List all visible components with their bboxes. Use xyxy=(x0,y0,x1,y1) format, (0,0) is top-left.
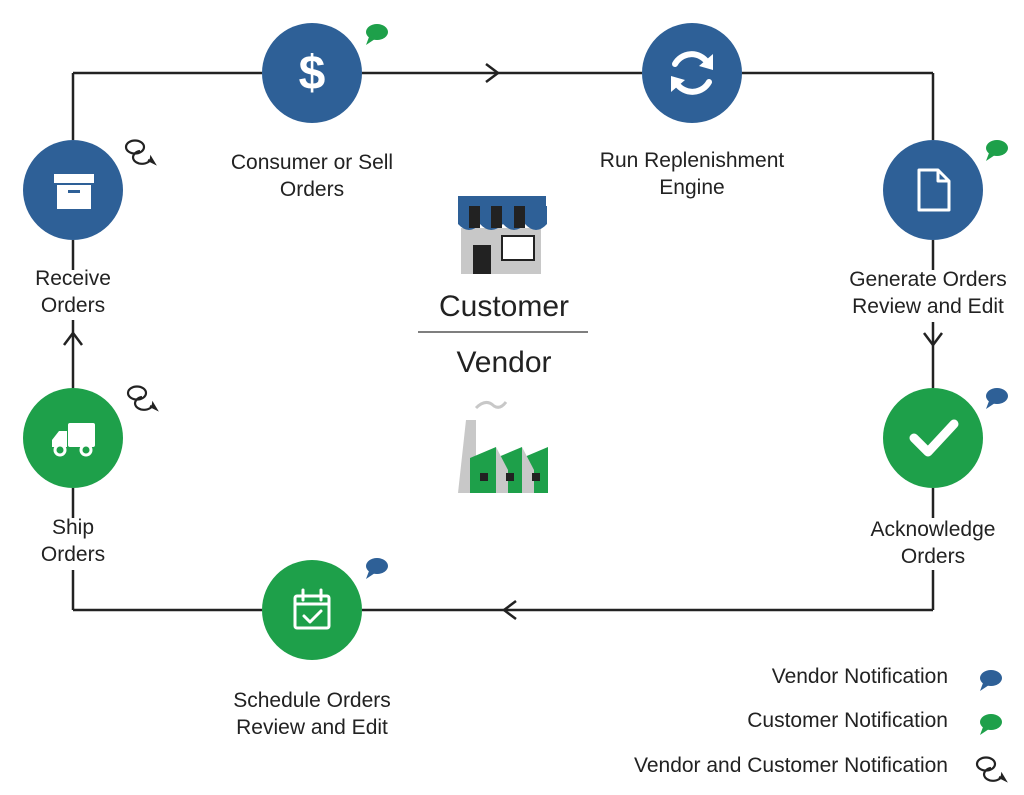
refresh-icon xyxy=(671,51,713,95)
label-line: Review and Edit xyxy=(236,716,388,739)
label-line: Run Replenishment xyxy=(599,149,785,172)
vendor-notification-icon xyxy=(986,388,1008,409)
label-schedule-orders: Schedule Orders Review and Edit xyxy=(212,687,412,741)
label-line: Receive xyxy=(35,267,111,290)
label-line: Acknowledge xyxy=(870,518,996,541)
label-acknowledge-orders: Acknowledge Orders xyxy=(843,516,1023,570)
label-consumer-orders: Consumer or Sell Orders xyxy=(212,149,412,203)
legend-customer-icon xyxy=(980,714,1002,735)
label-line: Orders xyxy=(40,543,106,566)
label-replenishment: Run Replenishment Engine xyxy=(582,147,802,201)
vendor-notification-icon xyxy=(366,558,388,579)
step-replenishment xyxy=(642,23,742,123)
checkmark-icon xyxy=(909,419,959,457)
step-ship-orders xyxy=(23,388,123,488)
label-line: Schedule Orders xyxy=(233,689,391,712)
label-line: Consumer or Sell xyxy=(230,151,394,174)
storefront-icon xyxy=(458,196,547,274)
arrow-up-icon xyxy=(63,330,83,346)
legend-vendor-label: Vendor Notification xyxy=(771,665,948,688)
label-generate-orders: Generate Orders Review and Edit xyxy=(833,266,1023,320)
label-line: Engine xyxy=(659,176,725,199)
label-line: Orders xyxy=(40,294,106,317)
customer-title: Customer xyxy=(438,290,570,323)
label-line: Review and Edit xyxy=(852,295,1004,318)
legend-customer-label: Customer Notification xyxy=(747,709,948,732)
calendar-icon xyxy=(293,588,331,630)
legend-both-label: Vendor and Customer Notification xyxy=(633,754,948,777)
arrow-left-icon xyxy=(501,600,517,620)
box-icon xyxy=(54,174,94,209)
step-acknowledge-orders xyxy=(883,388,983,488)
label-line: Orders xyxy=(279,178,345,201)
label-line: Generate Orders xyxy=(849,268,1007,291)
customer-notification-icon xyxy=(366,24,388,45)
factory-icon xyxy=(458,401,548,493)
legend-both-icon xyxy=(975,756,1008,783)
vendor-title: Vendor xyxy=(456,346,552,379)
customer-notification-icon xyxy=(986,140,1008,161)
label-line: Orders xyxy=(900,545,966,568)
step-consumer-orders: $ xyxy=(262,23,362,123)
label-ship-orders: Ship Orders xyxy=(13,514,133,568)
label-line: Ship xyxy=(51,516,95,539)
connector-lines xyxy=(71,71,935,612)
document-icon xyxy=(917,168,951,212)
legend-vendor-icon xyxy=(980,670,1002,691)
step-generate-orders xyxy=(883,140,983,240)
truck-icon xyxy=(52,423,95,457)
step-schedule-orders xyxy=(262,560,362,660)
step-receive-orders xyxy=(23,140,123,240)
arrow-down-icon xyxy=(923,332,943,348)
vendor-and-customer-notification-icon xyxy=(126,385,159,412)
dollar-icon: $ xyxy=(299,47,326,100)
label-receive-orders: Receive Orders xyxy=(13,265,133,319)
vendor-and-customer-notification-icon xyxy=(124,139,157,166)
arrow-right-icon xyxy=(485,63,501,83)
